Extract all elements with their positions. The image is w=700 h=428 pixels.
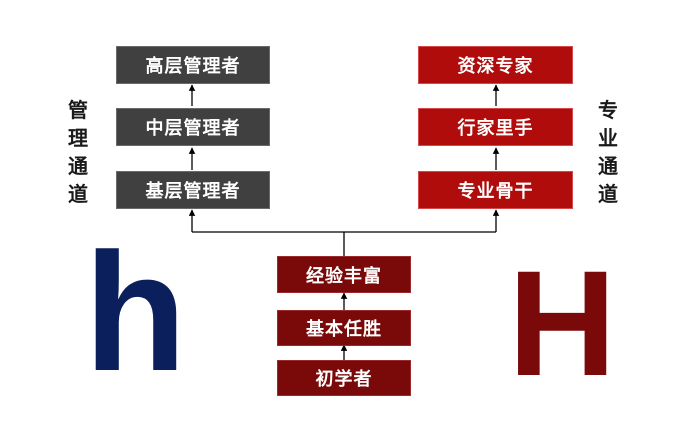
letter-lowercase-h: h xyxy=(84,218,187,406)
professional-channel-label: 专业通道 xyxy=(598,98,618,206)
box-middle-manager: 中层管理者 xyxy=(116,108,270,146)
letter-uppercase-h: H xyxy=(508,239,617,407)
box-professional-backbone: 专业骨干 xyxy=(418,171,573,209)
box-senior-manager: 高层管理者 xyxy=(116,46,270,84)
box-beginner: 初学者 xyxy=(277,360,411,396)
box-senior-expert: 资深专家 xyxy=(418,46,573,84)
management-channel-label: 管理通道 xyxy=(68,98,88,206)
box-basic-competent: 基本任胜 xyxy=(277,310,411,346)
box-junior-manager: 基层管理者 xyxy=(116,171,270,209)
box-experienced: 经验丰富 xyxy=(277,256,411,293)
box-master-practitioner: 行家里手 xyxy=(418,108,573,146)
